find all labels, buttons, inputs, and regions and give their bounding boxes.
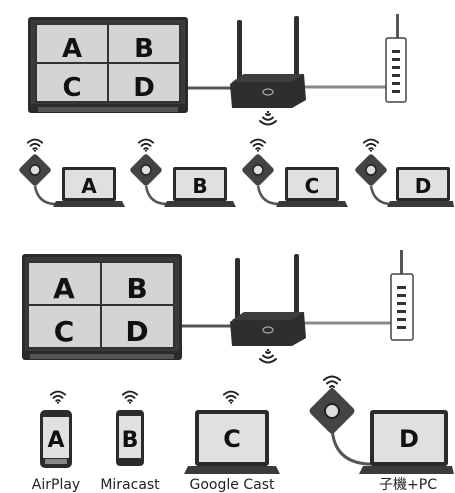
laptop-letter-b: B <box>192 174 207 198</box>
wall-antenna <box>400 250 403 276</box>
phone-screen <box>119 416 141 458</box>
top-router <box>230 16 306 126</box>
quadrant-d: D <box>133 73 155 103</box>
router-wifi-icon <box>259 111 277 126</box>
wifi-icon <box>222 390 240 404</box>
wifi-icon <box>323 375 341 390</box>
device-google-cast: C Google Cast <box>184 390 280 493</box>
top-scene: A B C D <box>19 14 454 207</box>
antenna-left <box>235 258 240 320</box>
laptop-base <box>53 201 125 207</box>
bottom-wall-lan <box>390 250 414 341</box>
label-google-cast: Google Cast <box>190 477 275 493</box>
quadrant-a: A <box>53 272 75 305</box>
label-miracast: Miracast <box>100 477 160 493</box>
antenna-right <box>294 16 299 82</box>
device-letter-d: D <box>399 425 419 453</box>
laptop-letter-a: A <box>81 174 97 198</box>
laptop-base <box>184 466 280 474</box>
wifi-icon <box>137 138 155 152</box>
phone-screen <box>43 417 69 458</box>
device-dongle-pc: D 子機+PC <box>309 375 454 493</box>
wifi-icon <box>121 390 139 404</box>
device-miracast: B Miracast <box>100 390 160 493</box>
top-laptop-group-c: C <box>242 138 348 207</box>
quadrant-b: B <box>126 272 147 305</box>
wifi-icon <box>362 138 380 152</box>
router-body <box>230 312 306 346</box>
device-letter-c: C <box>223 425 241 453</box>
antenna-right <box>294 254 299 320</box>
bottom-tv: A B C D <box>22 254 182 360</box>
laptop-base <box>359 466 454 474</box>
bottom-scene: A B C D <box>22 250 454 493</box>
quadrant-a: A <box>62 34 82 64</box>
quadrant-d: D <box>125 315 148 348</box>
top-laptop-group-b: B <box>130 138 236 207</box>
laptop-base <box>164 201 236 207</box>
device-airplay: A AirPlay <box>32 390 80 493</box>
wall-antenna <box>396 14 399 40</box>
wifi-icon <box>49 390 67 404</box>
bottom-router <box>230 254 306 364</box>
laptop-base <box>387 201 454 207</box>
wall-unit <box>390 273 414 341</box>
top-tv: A B C D <box>28 17 188 113</box>
top-wall-lan <box>385 14 407 103</box>
device-letter-a: A <box>47 428 64 453</box>
label-dongle-pc: 子機+PC <box>379 477 437 493</box>
wall-unit <box>385 37 407 103</box>
router-wifi-icon <box>259 349 277 364</box>
label-airplay: AirPlay <box>32 477 80 493</box>
router-button <box>262 326 274 334</box>
router-button <box>262 88 274 96</box>
quadrant-b: B <box>134 34 154 64</box>
quadrant-c: C <box>54 315 75 348</box>
router-body <box>230 74 306 108</box>
wifi-icon <box>249 138 267 152</box>
laptop-letter-c: C <box>305 174 320 198</box>
laptop-base <box>276 201 348 207</box>
laptop-letter-d: D <box>415 174 432 198</box>
top-laptop-group-a: A <box>19 138 125 207</box>
antenna-left <box>237 20 242 82</box>
device-letter-b: B <box>122 428 139 453</box>
top-laptop-group-d: D <box>355 138 454 207</box>
wifi-icon <box>26 138 44 152</box>
quadrant-c: C <box>62 73 81 103</box>
